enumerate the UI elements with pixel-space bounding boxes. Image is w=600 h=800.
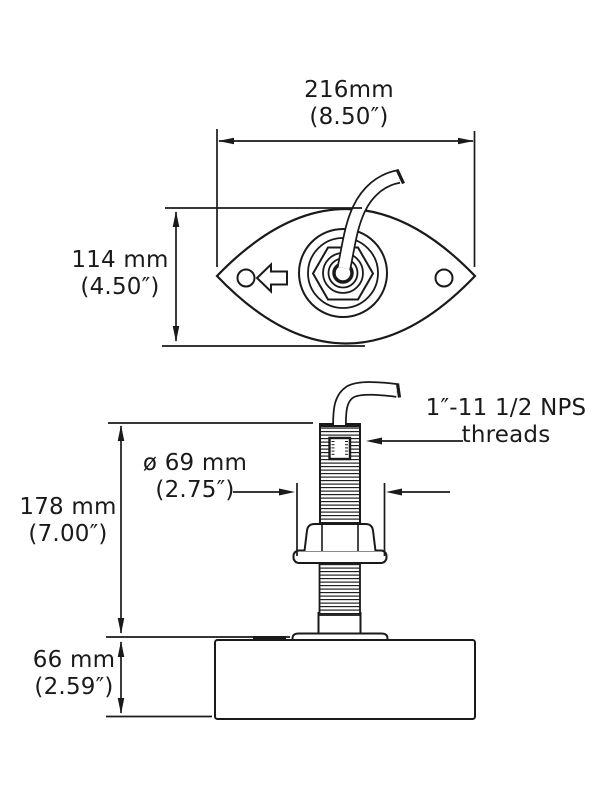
arrowhead	[172, 211, 180, 227]
dim-body-height-metric: 66 mm	[32, 647, 116, 673]
arrowhead	[117, 641, 125, 657]
stem-base-flange	[291, 632, 389, 641]
threaded-stem-lower	[318, 561, 361, 616]
dim-nut-diameter-metric: ø 69 mm	[142, 450, 248, 476]
threads-callout-spec: 1″-11 1/2 NPS	[425, 395, 587, 421]
arrowhead	[279, 488, 295, 496]
cable-side-view	[332, 381, 402, 426]
dim-stem-height-metric: 178 mm	[19, 494, 117, 520]
arrowhead	[117, 618, 125, 634]
dim-stem-height-imperial: (7.00″)	[28, 520, 108, 547]
dim-label-nut-diameter: ø 69 mm (2.75″)	[105, 450, 285, 503]
cable-cut-end	[395, 383, 402, 398]
dim-label-top-height: 114 mm (4.50″)	[30, 247, 210, 300]
cable-top-view	[336, 168, 405, 270]
dim-top-height-metric: 114 mm	[71, 247, 169, 273]
arrowhead	[172, 326, 180, 342]
arrowhead	[366, 437, 382, 445]
dim-label-body-height: 66 mm (2.59″)	[4, 647, 144, 700]
dim-body-height-imperial: (2.59″)	[34, 673, 114, 700]
arrowhead	[117, 698, 125, 714]
dim-nut-diameter-imperial: (2.75″)	[155, 476, 235, 503]
cable-cut-end	[395, 168, 405, 185]
stem-window	[328, 436, 352, 461]
top-view	[215, 168, 477, 345]
dimension-lines	[106, 129, 476, 718]
dim-label-top-width: 216mm (8.50″)	[259, 77, 439, 130]
threads-callout: 1″-11 1/2 NPS threads	[415, 395, 597, 448]
flange-washer	[292, 549, 388, 564]
mounting-hole-right	[434, 268, 454, 288]
dim-top-height-imperial: (4.50″)	[80, 273, 160, 300]
threads-callout-word: threads	[461, 421, 551, 448]
arrowhead	[458, 137, 474, 145]
dim-top-width-imperial: (8.50″)	[309, 103, 389, 130]
forward-arrow-icon	[255, 262, 288, 294]
hub-outer-ring	[298, 228, 388, 318]
housing-body	[214, 639, 476, 720]
dim-label-stem-height: 178 mm (7.00″)	[0, 494, 136, 547]
dim-top-width-metric: 216mm	[304, 77, 394, 103]
hex-lock-nut	[303, 523, 377, 552]
arrowhead	[117, 425, 125, 441]
arrowhead	[386, 488, 402, 496]
side-view	[214, 381, 476, 720]
mounting-hole-left	[236, 268, 256, 288]
arrowhead	[218, 137, 234, 145]
